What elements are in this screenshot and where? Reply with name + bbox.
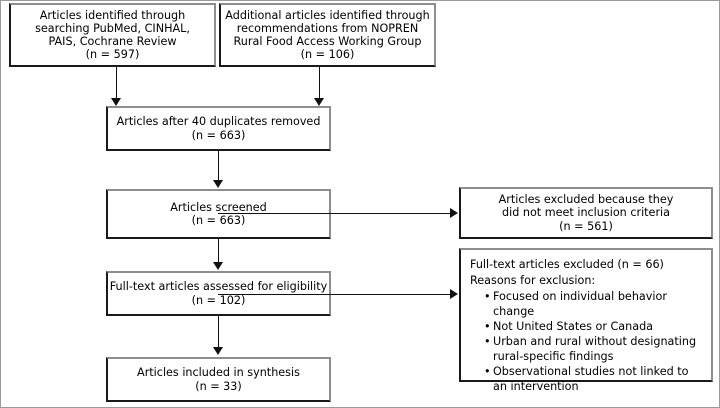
stage-count: (n = 663)	[191, 214, 246, 227]
arrowhead-down	[314, 98, 324, 106]
connector-screened-to-excluded	[218, 213, 451, 214]
stage-label: Articles after 40 duplicates removed	[116, 115, 321, 129]
exclusion-line: Articles excluded because they	[498, 193, 674, 207]
fulltext-excluded-subheading: Reasons for exclusion:	[470, 273, 596, 287]
exclusion-reason-text: Observational studies not linked to	[493, 365, 689, 379]
source-count: (n = 597)	[85, 48, 140, 62]
source-line: Articles identified through	[39, 8, 186, 22]
stage-count: (n = 33)	[195, 379, 242, 393]
stage-label: Full-text articles assessed for eligibil…	[109, 280, 328, 294]
stage-count: (n = 663)	[191, 128, 246, 142]
exclusion-reason-item: Observational studies not linked to an i…	[484, 364, 711, 394]
source-count: (n = 106)	[300, 48, 355, 62]
stage-box-eligibility: Full-text articles assessed for eligibil…	[106, 271, 331, 316]
exclusion-reason-item: Focused on individual behavior change	[484, 289, 711, 319]
connector-eligibility-to-fulltext-excluded	[218, 294, 451, 295]
exclusion-count: (n = 561)	[559, 219, 613, 233]
stage-label: Articles screened	[170, 200, 267, 214]
source-line: Rural Food Access Working Group	[233, 35, 422, 48]
arrowhead-down	[213, 180, 223, 188]
exclusion-reason-text-cont: an intervention	[493, 380, 579, 394]
exclusion-reason-text: Not United States or Canada	[493, 320, 654, 334]
stage-box-duplicates-removed: Articles after 40 duplicates removed (n …	[106, 106, 331, 151]
arrowhead-right	[450, 289, 458, 299]
connector-duplicates-to-screened	[218, 151, 219, 181]
arrowhead-down	[111, 98, 121, 106]
connector-other-sources-to-duplicates	[319, 67, 320, 99]
source-line: recommendations from NOPREN	[236, 21, 419, 35]
stage-count: (n = 102)	[191, 293, 246, 307]
stage-box-included: Articles included in synthesis (n = 33)	[106, 357, 331, 402]
source-line: searching PubMed, CINHAL,	[35, 21, 190, 35]
arrowhead-right	[450, 208, 458, 218]
source-line: Additional articles identified through	[225, 8, 430, 22]
exclusion-reason-text: Focused on individual behavior change	[493, 289, 667, 318]
exclusion-reason-item: Not United States or Canada	[484, 319, 711, 334]
exclusion-box-screening-excluded: Articles excluded because they did not m…	[459, 187, 713, 239]
source-line: PAIS, Cochrane Review	[48, 35, 177, 48]
exclusion-reason-item: Urban and rural without designating rura…	[484, 334, 711, 364]
fulltext-excluded-heading: Full-text articles excluded (n = 66)	[470, 258, 664, 271]
exclusion-line: did not meet inclusion criteria	[501, 206, 671, 220]
exclusion-reason-text-cont: rural-specific findings	[493, 350, 614, 364]
source-box-other-sources: Additional articles identified through r…	[219, 3, 436, 67]
source-box-database-search: Articles identified through searching Pu…	[9, 3, 216, 67]
arrowhead-down	[213, 262, 223, 270]
connector-screened-to-eligibility	[218, 239, 219, 263]
exclusion-box-fulltext-excluded: Full-text articles excluded (n = 66) Rea…	[459, 248, 713, 393]
connector-eligibility-to-included	[218, 316, 219, 348]
stage-label: Articles included in synthesis	[137, 366, 300, 380]
exclusion-reason-text: Urban and rural without designating	[493, 335, 697, 349]
stage-box-screened: Articles screened (n = 663)	[106, 189, 331, 239]
exclusion-reasons-list: Focused on individual behavior change No…	[470, 289, 711, 395]
arrowhead-down	[213, 347, 223, 355]
connector-database-search-to-duplicates	[116, 67, 117, 99]
